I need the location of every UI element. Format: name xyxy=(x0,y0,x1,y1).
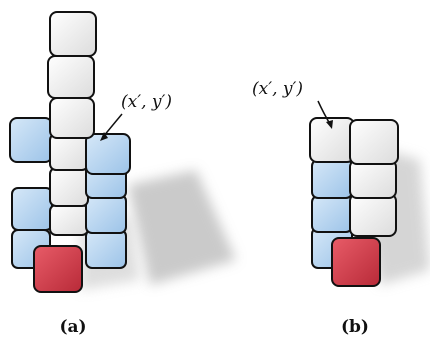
annotation-label-b: (x′, y′) xyxy=(252,79,303,99)
panel-b: (x′, y′) (b) xyxy=(252,79,430,337)
cube-red xyxy=(33,245,83,293)
panel-a: (x′, y′) (a) xyxy=(9,11,236,337)
cube-white xyxy=(47,55,95,99)
panel-label-a: (a) xyxy=(59,317,86,337)
arrow-head-b xyxy=(326,120,333,129)
cube-white xyxy=(349,119,399,165)
cube-blue xyxy=(311,159,353,199)
cube-white xyxy=(49,204,89,236)
annotation-label-a: (x′, y′) xyxy=(121,92,172,112)
cube-white xyxy=(349,159,397,199)
cube-stack-b xyxy=(309,117,399,287)
cube-stack-a xyxy=(9,11,131,293)
cube-red xyxy=(331,237,381,287)
cube-shadow xyxy=(128,170,236,285)
cube-blue xyxy=(85,194,127,234)
arrow-head-a xyxy=(100,132,108,141)
cube-blue xyxy=(85,229,127,269)
cube-blue xyxy=(311,195,353,233)
cube-white xyxy=(49,97,95,139)
cube-blue xyxy=(9,117,53,163)
panel-label-b: (b) xyxy=(341,317,369,337)
cube-white xyxy=(49,11,97,57)
cube-blue xyxy=(11,187,53,231)
cube-blue xyxy=(85,133,131,175)
cube-white xyxy=(49,133,89,171)
cube-white xyxy=(349,193,397,237)
cube-white xyxy=(49,167,89,207)
